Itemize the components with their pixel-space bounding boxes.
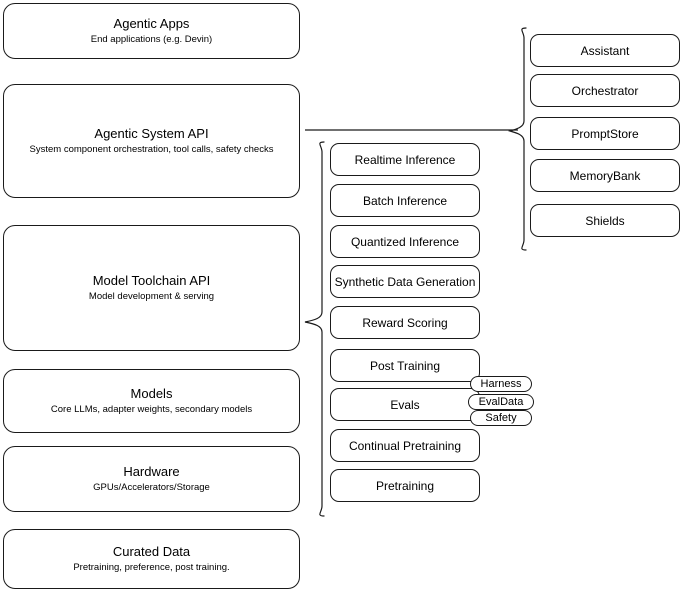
toolchain-item[interactable]: Continual Pretraining <box>330 429 480 462</box>
eval-pill[interactable]: EvalData <box>468 394 534 410</box>
system-component[interactable]: Assistant <box>530 34 680 67</box>
layer-title: Model Toolchain API <box>92 273 211 288</box>
eval-pill[interactable]: Safety <box>470 410 532 426</box>
layer-subtitle: Pretraining, preference, post training. <box>73 562 230 573</box>
layer-box[interactable]: Hardware GPUs/Accelerators/Storage <box>3 446 300 512</box>
layer-subtitle: Model development & serving <box>88 291 215 302</box>
toolchain-item[interactable]: Realtime Inference <box>330 143 480 176</box>
system-component[interactable]: MemoryBank <box>530 159 680 192</box>
layer-box[interactable]: Models Core LLMs, adapter weights, secon… <box>3 369 300 433</box>
layer-box[interactable]: Model Toolchain API Model development & … <box>3 225 300 351</box>
toolchain-item[interactable]: Batch Inference <box>330 184 480 217</box>
layer-box[interactable]: Agentic System API System component orch… <box>3 84 300 198</box>
toolchain-item[interactable]: Post Training <box>330 349 480 382</box>
layer-title: Hardware <box>123 464 180 479</box>
layer-title: Agentic Apps <box>113 16 190 31</box>
toolchain-item[interactable]: Reward Scoring <box>330 306 480 339</box>
system-component[interactable]: Orchestrator <box>530 74 680 107</box>
system-component[interactable]: Shields <box>530 204 680 237</box>
layer-subtitle: Core LLMs, adapter weights, secondary mo… <box>50 404 253 415</box>
system-component[interactable]: PromptStore <box>530 117 680 150</box>
layer-subtitle: End applications (e.g. Devin) <box>90 34 213 45</box>
toolchain-item[interactable]: Pretraining <box>330 469 480 502</box>
layer-title: Agentic System API <box>94 126 209 141</box>
toolchain-item[interactable]: Quantized Inference <box>330 225 480 258</box>
layer-box[interactable]: Curated Data Pretraining, preference, po… <box>3 529 300 589</box>
toolchain-brace-icon <box>304 141 325 517</box>
toolchain-item[interactable]: Synthetic Data Generation <box>330 265 480 298</box>
layer-title: Curated Data <box>112 544 191 559</box>
toolchain-item[interactable]: Evals <box>330 388 480 421</box>
layer-title: Models <box>130 386 173 401</box>
eval-pill[interactable]: Harness <box>470 376 532 392</box>
layer-box[interactable]: Agentic Apps End applications (e.g. Devi… <box>3 3 300 59</box>
layer-subtitle: System component orchestration, tool cal… <box>29 144 274 155</box>
system-components-brace-icon <box>507 27 527 251</box>
layer-subtitle: GPUs/Accelerators/Storage <box>93 482 210 493</box>
